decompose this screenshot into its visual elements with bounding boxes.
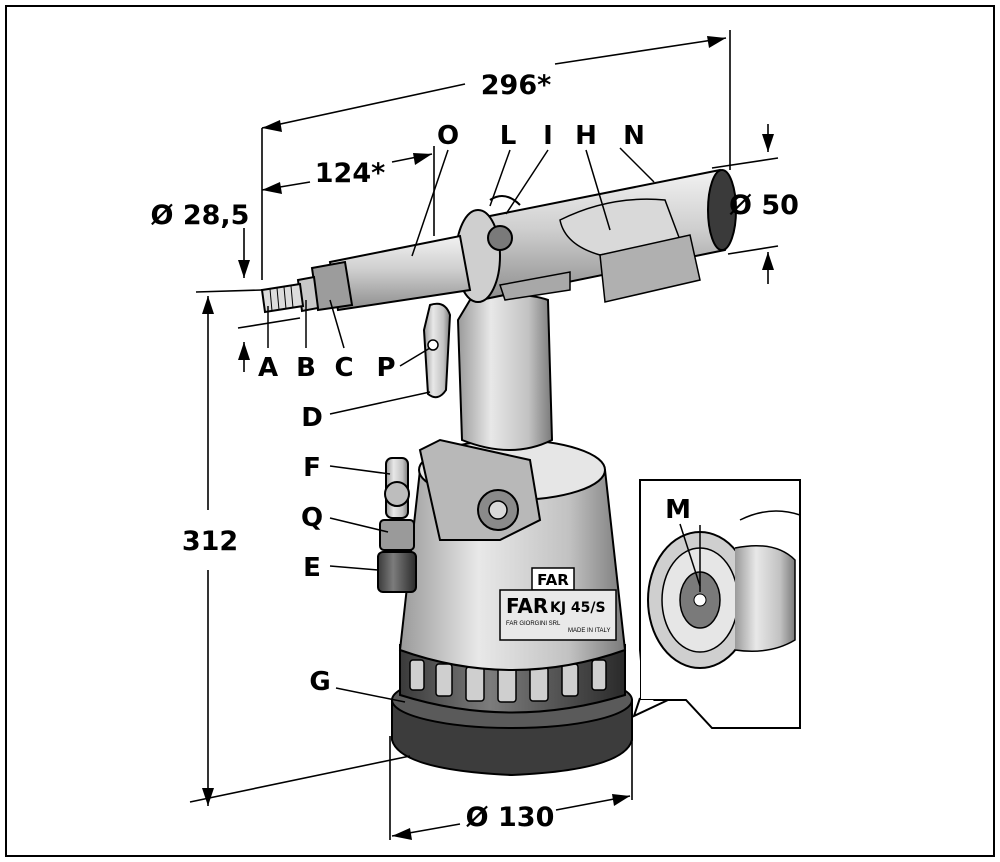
label-q: Q [301,503,323,533]
model-label: KJ 45/S [550,600,606,616]
logo-plate: FAR [506,594,548,618]
label-i: I [543,121,553,151]
dim-overall-length: 296* [481,70,551,101]
label-h: H [575,121,597,151]
label-l: L [500,121,517,151]
label-f: F [303,453,321,483]
dim-body-diameter: Ø 50 [729,190,799,221]
label-m: M [665,495,691,525]
plate-origin: MADE IN ITALY [568,628,610,634]
plate-maker: FAR GIORGINI SRL [506,621,561,627]
label-p: P [376,353,395,383]
label-o: O [437,121,459,151]
dimension-arrows [202,36,774,840]
label-n: N [623,121,645,151]
label-g: G [309,667,330,697]
inset-detail [632,479,801,729]
label-b: B [296,353,316,383]
label-c: C [334,353,353,383]
dim-height: 312 [182,526,238,557]
leader-lines [267,147,701,703]
dim-nose-diameter: Ø 28,5 [151,200,250,231]
logo-small: FAR [537,571,569,589]
label-d: D [301,403,323,433]
label-a: A [258,353,278,383]
dim-base-diameter: Ø 130 [466,802,555,833]
figure-border [5,5,995,857]
dim-head-length: 124* [315,158,385,189]
label-e: E [303,553,321,583]
rivet-tool-illustration: FAR FAR KJ 45/S FAR GIORGINI SRL MADE IN… [260,168,737,777]
